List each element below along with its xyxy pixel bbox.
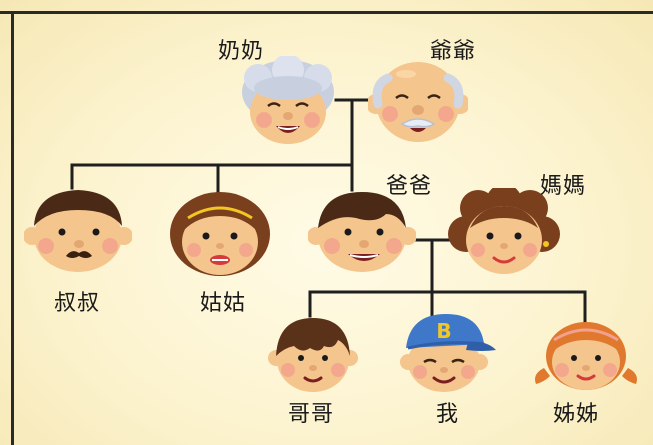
label-aunt: 姑姑 — [200, 291, 247, 316]
brother-face — [268, 318, 358, 392]
label-brother: 哥哥 — [288, 402, 335, 427]
dad-face — [308, 192, 416, 272]
grandma-face — [242, 56, 334, 144]
frame-top-border — [0, 11, 653, 14]
me-face: B — [400, 314, 496, 392]
label-mom: 媽媽 — [540, 174, 587, 199]
uncle-face — [24, 190, 132, 272]
label-grandma: 奶奶 — [218, 39, 265, 64]
label-uncle: 叔叔 — [54, 291, 101, 316]
frame-left-border — [11, 11, 14, 445]
grandpa-face — [368, 62, 468, 142]
cap-letter: B — [436, 319, 451, 343]
label-grandpa: 爺爺 — [430, 39, 477, 64]
mom-face — [448, 188, 560, 274]
aunt-face — [170, 192, 270, 276]
label-me: 我 — [436, 402, 460, 427]
sister-face — [535, 322, 637, 390]
label-dad: 爸爸 — [386, 174, 433, 199]
label-sister: 姊姊 — [553, 402, 600, 427]
